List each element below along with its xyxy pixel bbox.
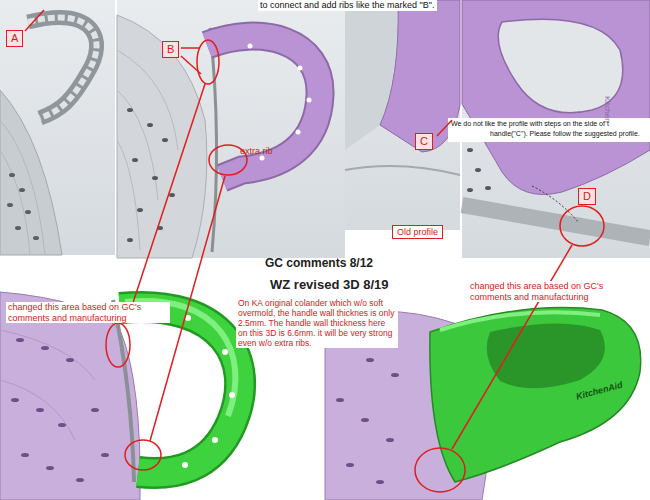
panel-b [117,0,345,258]
callout-letter: C [415,133,433,150]
callout-text: Old profile [397,227,438,237]
annotation-text: extra rib [240,146,273,157]
annotation-text: changed this area based on GC's comments… [6,302,170,323]
note-text: handle("C"). Please follow the suggested… [490,130,640,138]
callout-text: B [167,43,174,55]
panel-a [0,0,115,255]
section-heading: WZ revised 3D 8/19 [270,277,389,292]
note-text: to connect and add ribs like the marked … [258,0,437,11]
red-markup [25,10,604,492]
callout-text: C [420,135,428,147]
panel-c [345,0,460,230]
annotation-text: On KA original colander which w/o soft o… [236,298,398,348]
panel-d [448,0,650,258]
logo-emboss: Kitchen [603,96,612,123]
section-heading: GC comments 8/12 [265,256,373,270]
note-text: We do not like the profile with steps on… [451,120,609,128]
callout-box: Old profile [392,225,443,239]
callout-letter: D [578,188,596,205]
callout-text: A [11,32,18,44]
callout-text: D [583,190,591,202]
annotation-text: changed this area based on GC's comments… [468,281,642,302]
revised-view-left [0,292,240,500]
callout-letter: A [6,30,23,47]
callout-letter: B [162,41,179,58]
